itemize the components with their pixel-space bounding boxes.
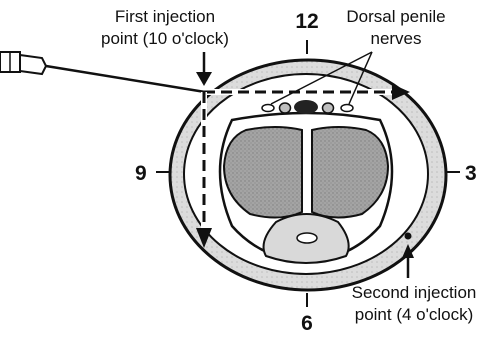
dorsal-nerves-label-line2: nerves [370,29,421,48]
second-injection-dot [405,233,412,240]
syringe-needle-icon [0,52,205,92]
second-injection-label-line2: point (4 o'clock) [355,305,474,324]
second-injection-label-line1: Second injection [352,283,477,302]
first-injection-pointer-head [196,72,212,86]
dorsal-nerve-right [341,105,353,112]
dorsal-artery-right [323,103,334,113]
clock-label-12: 12 [295,10,318,33]
dorsal-vein [294,100,318,114]
clock-label-3: 3 [465,162,477,185]
first-injection-label-line1: First injection [115,7,215,26]
first-injection-label-line2: point (10 o'clock) [101,29,229,48]
clock-label-9: 9 [135,162,147,185]
urethra [297,233,317,243]
dorsal-nerve-left [262,105,274,112]
dorsal-nerves-label-line1: Dorsal penile [346,7,445,26]
dorsal-artery-left [280,103,291,113]
clock-label-6: 6 [301,312,313,335]
